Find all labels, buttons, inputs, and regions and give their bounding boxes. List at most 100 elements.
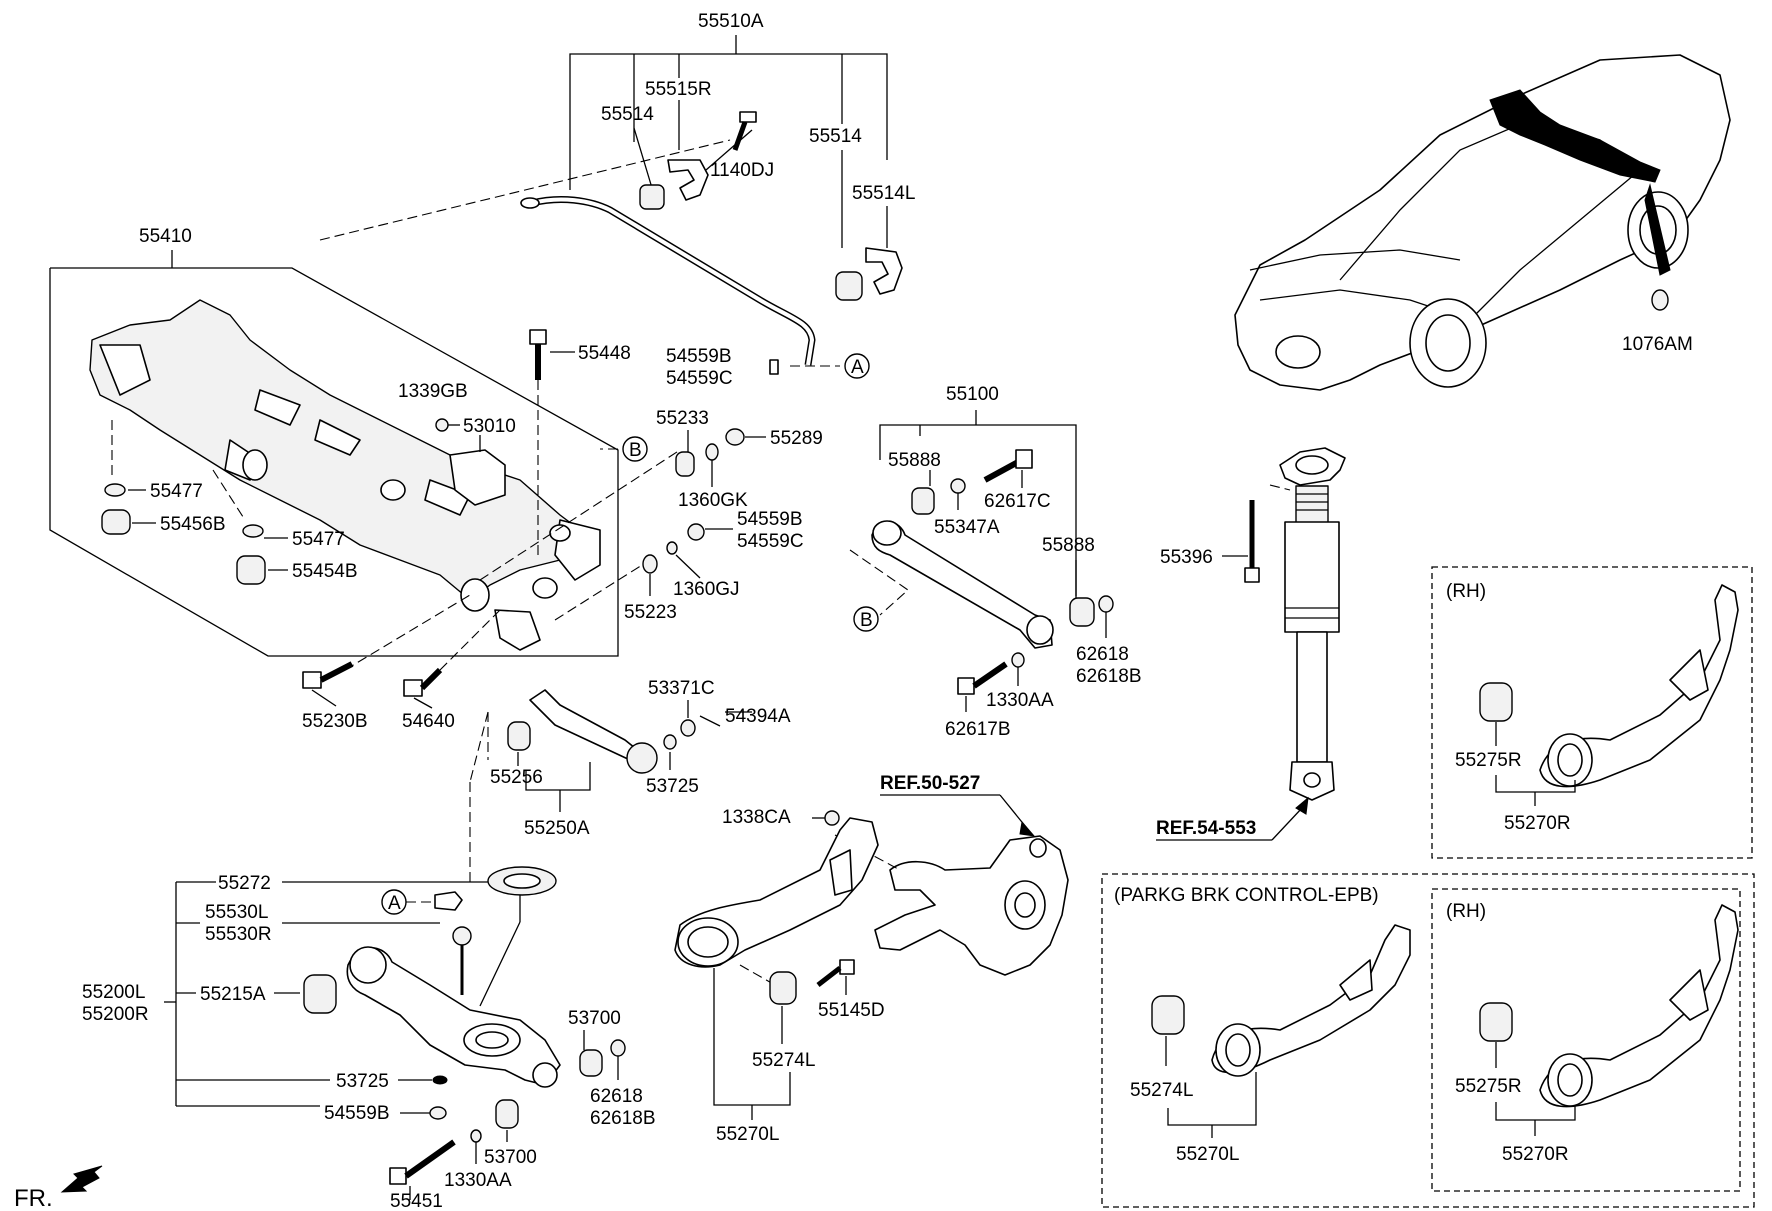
label-54640[interactable]: 54640 [402,711,455,732]
bushing-55275R-a [1479,682,1513,722]
bolt-55230B [302,671,322,689]
marker-B-right [853,606,879,632]
label-RH-top[interactable]: (RH) [1446,581,1486,602]
label-55274L-b[interactable]: 55274L [1130,1080,1193,1101]
marker-B-right-text: B [860,610,873,631]
washer-1330AA-low [470,1129,482,1143]
label-62617C[interactable]: 62617C [984,491,1051,512]
label-55270R-a[interactable]: 55270R [1504,813,1571,834]
label-55514-right[interactable]: 55514 [809,126,862,147]
label-55530L[interactable]: 55530L [205,902,268,923]
label-53010[interactable]: 53010 [463,416,516,437]
label-55223[interactable]: 55223 [624,602,677,623]
label-54394A[interactable]: 54394A [725,706,791,727]
bolt-54640 [403,679,423,697]
front-arrow-icon [60,1165,103,1193]
label-55230B[interactable]: 55230B [302,711,368,732]
label-55270L-b[interactable]: 55270L [1176,1144,1239,1165]
bolt-62617B [957,661,1008,695]
label-55200L[interactable]: 55200L [82,982,145,1003]
link-nut-54559B [769,359,779,375]
label-55456B[interactable]: 55456B [160,514,226,535]
marker-B-top-text: B [629,440,642,461]
stabilizer-bushing-left [639,184,665,210]
label-54559B-low[interactable]: 54559B [324,1103,390,1124]
label-55289[interactable]: 55289 [770,428,823,449]
label-53700-b[interactable]: 53700 [484,1147,537,1168]
label-55200R[interactable]: 55200R [82,1004,149,1025]
link-55530 [434,891,463,911]
nut-1338CA [824,810,840,826]
label-54559C-mid[interactable]: 54559C [737,531,804,552]
label-55270L[interactable]: 55270L [716,1124,779,1145]
label-55451[interactable]: 55451 [390,1191,443,1211]
label-55256[interactable]: 55256 [490,767,543,788]
front-direction-indicator: FR. [14,1165,103,1211]
label-55477-b[interactable]: 55477 [292,529,345,550]
label-55448[interactable]: 55448 [578,343,631,364]
label-55888-a[interactable]: 55888 [888,450,941,471]
label-53371C[interactable]: 53371C [648,678,715,699]
label-62618-low[interactable]: 62618 [590,1086,643,1107]
label-55396[interactable]: 55396 [1160,547,1213,568]
label-54559B-mid[interactable]: 54559B [737,509,803,530]
nut-54559B-mid [687,523,705,541]
washer-55477-a [104,483,126,497]
bolt-55145D [816,959,855,987]
label-1338CA[interactable]: 1338CA [722,807,791,828]
label-62618B-right[interactable]: 62618B [1076,666,1142,687]
epb-trailing-arm-box: (PARKG BRK CONTROL-EPB) 55274L 55270L (R… [1101,873,1755,1208]
label-55270R-b[interactable]: 55270R [1502,1144,1569,1165]
label-54559C-top[interactable]: 54559C [666,368,733,389]
label-55145D[interactable]: 55145D [818,1000,885,1021]
label-1360GJ[interactable]: 1360GJ [673,579,740,600]
label-55272[interactable]: 55272 [218,873,271,894]
label-1339GB[interactable]: 1339GB [398,381,468,402]
ball-joint-55250A [626,742,658,774]
nut-62618-right [1098,595,1114,613]
label-55530R[interactable]: 55530R [205,924,272,945]
label-55215A[interactable]: 55215A [200,984,266,1005]
nut-54559B-low [429,1106,447,1120]
plug-1076AM [1651,289,1669,311]
bolt-55396 [1244,500,1260,583]
label-REF-50-527[interactable]: REF.50-527 [880,773,980,794]
label-55233[interactable]: 55233 [656,408,709,429]
label-EPB[interactable]: (PARKG BRK CONTROL-EPB) [1114,885,1379,906]
label-55888-b[interactable]: 55888 [1042,535,1095,556]
label-55347A[interactable]: 55347A [934,517,1000,538]
label-54559B-top[interactable]: 54559B [666,346,732,367]
label-62617B[interactable]: 62617B [945,719,1011,740]
label-1330AA-right[interactable]: 1330AA [986,690,1054,711]
label-55515R[interactable]: 55515R [645,79,712,100]
label-55275R-a[interactable]: 55275R [1455,750,1522,771]
label-55477-a[interactable]: 55477 [150,481,203,502]
label-1360GK[interactable]: 1360GK [678,490,748,511]
label-53725-mid[interactable]: 53725 [646,776,699,797]
label-55250A[interactable]: 55250A [524,818,590,839]
label-55275R-b[interactable]: 55275R [1455,1076,1522,1097]
label-1330AA-low[interactable]: 1330AA [444,1170,512,1191]
knuckle-group: REF.50-527 [834,773,1069,976]
label-62618B-low[interactable]: 62618B [590,1108,656,1129]
label-53700-a[interactable]: 53700 [568,1008,621,1029]
label-55510A[interactable]: 55510A [698,11,764,32]
label-53725-low[interactable]: 53725 [336,1071,389,1092]
label-1140DJ[interactable]: 1140DJ [710,160,774,181]
washer-1360GJ [666,541,678,555]
label-55410[interactable]: 55410 [139,226,192,247]
label-62618-right[interactable]: 62618 [1076,644,1129,665]
label-55100[interactable]: 55100 [946,384,999,405]
bushing-55274L-b [1151,995,1185,1035]
label-55274L[interactable]: 55274L [752,1050,815,1071]
label-REF-54-553[interactable]: REF.54-553 [1156,818,1256,839]
label-55514L[interactable]: 55514L [852,183,915,204]
bolt-55451 [389,1139,456,1185]
label-55514-left[interactable]: 55514 [601,104,654,125]
label-55454B[interactable]: 55454B [292,561,358,582]
label-RH-bottom[interactable]: (RH) [1446,901,1486,922]
lateral-arm-group: 53371C 54394A 55256 53725 55250A [469,678,791,839]
nut-62618-low [610,1039,626,1057]
label-FR[interactable]: FR. [14,1185,53,1211]
label-1076AM[interactable]: 1076AM [1622,334,1693,355]
